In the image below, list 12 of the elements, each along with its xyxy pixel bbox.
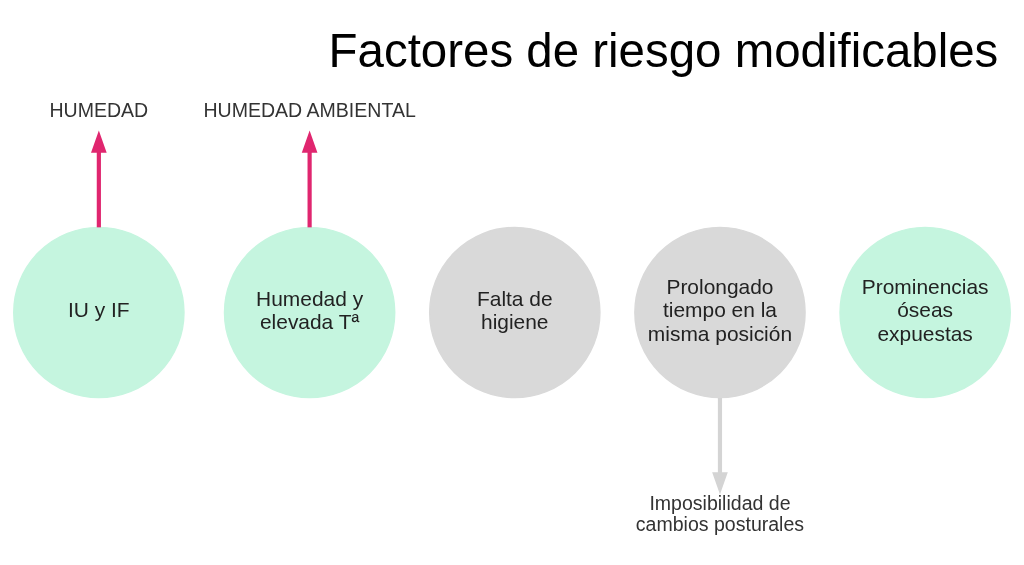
arrow <box>712 397 728 495</box>
node-circle: IU y IF <box>13 226 185 399</box>
node-circle: Prominencias óseas expuestas <box>839 226 1011 399</box>
node-circle: Humedad y elevada Tª <box>223 226 396 399</box>
node-text: Imposibilidad de cambios posturales <box>635 491 805 535</box>
node-circle: Prolongado tiempo en la misma posición <box>634 226 806 399</box>
arrow <box>91 130 107 228</box>
arrow <box>301 130 318 228</box>
diagram-title: Factores de riesgo modificables <box>328 24 999 78</box>
node-text: HUMEDAD AMBIENTAL <box>203 98 416 121</box>
node-text: HUMEDAD <box>49 98 149 121</box>
node-circle: Falta de higiene <box>428 226 601 399</box>
